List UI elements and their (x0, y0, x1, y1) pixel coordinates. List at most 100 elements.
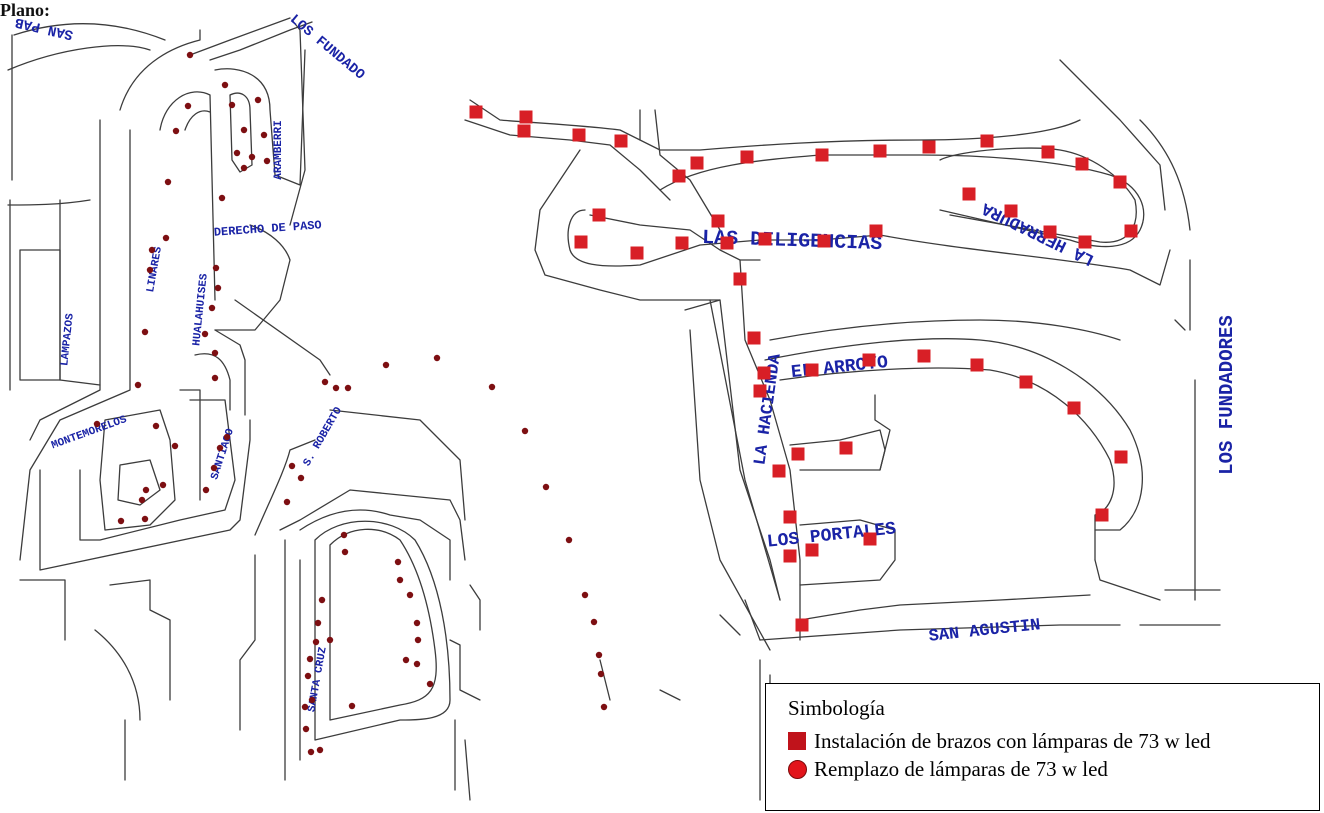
replacement-lamp-marker (184, 102, 192, 110)
installation-lamp-marker (758, 232, 772, 246)
replacement-lamp-marker (117, 517, 125, 525)
legend-box: Simbología Instalación de brazos con lám… (765, 683, 1320, 811)
replacement-lamp-marker (302, 725, 310, 733)
installation-lamp-marker (917, 349, 931, 363)
replacement-lamp-marker (413, 660, 421, 668)
replacement-lamp-marker (318, 596, 326, 604)
replacement-lamp-marker (233, 149, 241, 157)
replacement-lamp-marker (218, 194, 226, 202)
replacement-lamp-marker (216, 444, 224, 452)
replacement-lamp-marker (414, 636, 422, 644)
installation-lamp-marker (863, 532, 877, 546)
installation-lamp-marker (753, 384, 767, 398)
replacement-lamp-marker (308, 696, 316, 704)
replacement-lamp-marker (221, 81, 229, 89)
street-label-aramberri: ARAMBERRI (273, 120, 285, 179)
replacement-lamp-marker (142, 486, 150, 494)
replacement-lamp-marker (93, 420, 101, 428)
street-label-los-fundadores-right: LOS FUNDADORES (1216, 315, 1238, 475)
installation-lamp-marker (772, 464, 786, 478)
replacement-lamp-marker (396, 576, 404, 584)
installation-lamp-marker (757, 366, 771, 380)
street-label-santiago: SANTIAGO (209, 427, 237, 481)
page-title: Plano: (0, 0, 51, 20)
legend-item-replacement: Remplazo de lámparas de 73 w led (788, 755, 1319, 783)
installation-lamp-marker (970, 358, 984, 372)
installation-lamp-marker (805, 363, 819, 377)
replacement-markers (93, 51, 608, 756)
installation-lamp-marker (720, 236, 734, 250)
street-labels: SAN PAB LOS FUNDADO ARAMBERRI DERECHO DE… (13, 12, 1238, 713)
legend-title: Simbología (788, 696, 885, 720)
replacement-lamp-marker (542, 483, 550, 491)
installation-lamp-marker (672, 169, 686, 183)
replacement-lamp-marker (186, 51, 194, 59)
replacement-lamp-marker (162, 234, 170, 242)
replacement-lamp-marker (152, 422, 160, 430)
replacement-lamp-marker (306, 655, 314, 663)
replacement-lamp-marker (402, 656, 410, 664)
replacement-lamp-marker (223, 433, 231, 441)
installation-lamp-marker (1075, 157, 1089, 171)
replacement-lamp-marker (228, 101, 236, 109)
replacement-lamp-marker (288, 462, 296, 470)
replacement-lamp-marker (240, 126, 248, 134)
installation-lamp-marker (805, 543, 819, 557)
installation-lamp-marker (980, 134, 994, 148)
installation-lamp-marker (839, 441, 853, 455)
replacement-lamp-marker (326, 636, 334, 644)
installation-lamp-marker (783, 549, 797, 563)
installation-lamp-marker (1124, 224, 1138, 238)
replacement-lamp-marker (164, 178, 172, 186)
replacement-lamp-marker (332, 384, 340, 392)
replacement-lamp-marker (260, 131, 268, 139)
installation-lamp-marker (1113, 175, 1127, 189)
replacement-lamp-marker (565, 536, 573, 544)
replacement-lamp-marker (146, 266, 154, 274)
replacement-lamp-marker (201, 330, 209, 338)
installation-lamp-marker (1041, 145, 1055, 159)
red-square-icon (788, 732, 806, 750)
installation-lamp-marker (747, 331, 761, 345)
installation-lamp-marker (1067, 401, 1081, 415)
replacement-lamp-marker (340, 531, 348, 539)
street-label-los-portales: LOS PORTALES (766, 519, 897, 552)
replacement-lamp-marker (283, 498, 291, 506)
replacement-lamp-marker (263, 157, 271, 165)
installation-markers (469, 105, 1138, 632)
replacement-lamp-marker (171, 442, 179, 450)
replacement-lamp-marker (138, 496, 146, 504)
street-label-hualahuises: HUALAHUISES (191, 273, 211, 347)
replacement-lamp-marker (433, 354, 441, 362)
installation-lamp-marker (574, 235, 588, 249)
replacement-lamp-marker (214, 284, 222, 292)
replacement-lamp-marker (134, 381, 142, 389)
installation-lamp-marker (1095, 508, 1109, 522)
replacement-lamp-marker (210, 464, 218, 472)
installation-lamp-marker (630, 246, 644, 260)
replacement-lamp-marker (254, 96, 262, 104)
replacement-lamp-marker (488, 383, 496, 391)
replacement-lamp-marker (316, 746, 324, 754)
installation-lamp-marker (469, 105, 483, 119)
replacement-lamp-marker (521, 427, 529, 435)
replacement-lamp-marker (597, 670, 605, 678)
replacement-lamp-marker (348, 702, 356, 710)
replacement-lamp-marker (148, 246, 156, 254)
street-label-san-agustin: SAN AGUSTIN (928, 616, 1042, 647)
legend-item-label: Remplazo de lámparas de 73 w led (814, 756, 1108, 781)
replacement-lamp-marker (413, 619, 421, 627)
installation-lamp-marker (690, 156, 704, 170)
installation-lamp-marker (815, 148, 829, 162)
replacement-lamp-marker (212, 264, 220, 272)
replacement-lamp-marker (307, 748, 315, 756)
installation-lamp-marker (862, 353, 876, 367)
replacement-lamp-marker (211, 349, 219, 357)
installation-lamp-marker (1019, 375, 1033, 389)
installation-lamp-marker (795, 618, 809, 632)
replacement-lamp-marker (240, 164, 248, 172)
replacement-lamp-marker (314, 619, 322, 627)
replacement-lamp-marker (141, 328, 149, 336)
installation-lamp-marker (711, 214, 725, 228)
